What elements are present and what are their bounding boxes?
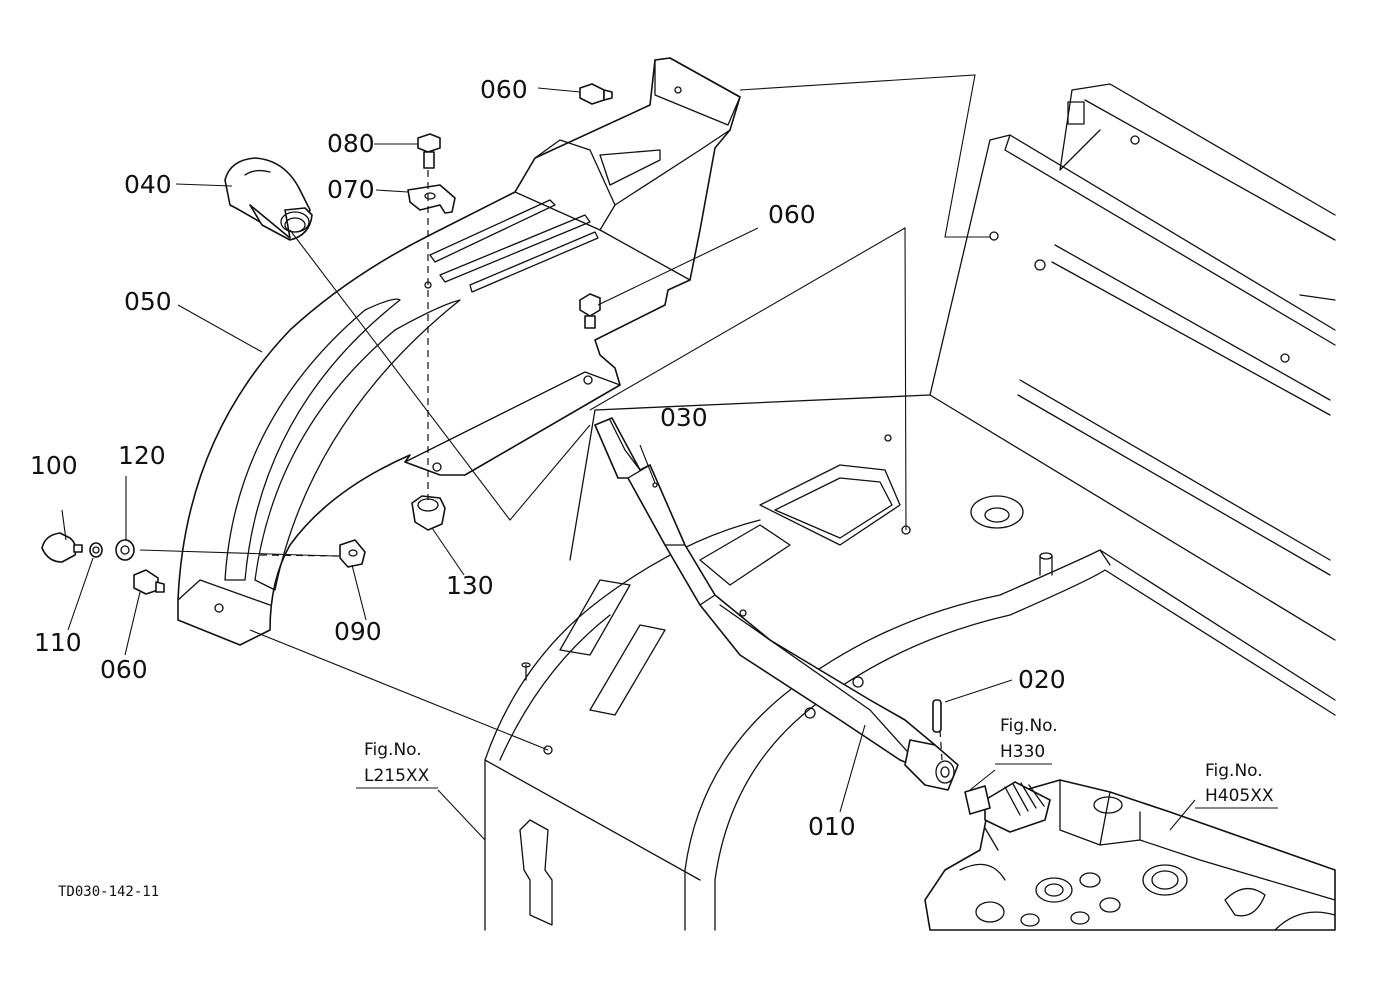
- fig-ref-l215-label: Fig.No.: [364, 740, 422, 760]
- callout-130: 130: [446, 571, 494, 600]
- fig-ref-h330-number: H330: [1000, 742, 1045, 762]
- reference-lines: [61, 74, 1196, 841]
- floor-plate: [569, 394, 1336, 641]
- small-hardware: [41, 83, 942, 733]
- callout-labels: 060 080 070 040 060 050 030 100 120 130 …: [30, 75, 1066, 841]
- fig-ref-h405-label: Fig.No.: [1205, 761, 1263, 781]
- callout-060-low: 060: [100, 655, 148, 684]
- right-side-panel: [929, 83, 1336, 576]
- callout-010: 010: [808, 812, 856, 841]
- assembly-lines: [139, 170, 943, 761]
- fig-ref-l215-number: L215XX: [364, 766, 430, 786]
- callout-120: 120: [118, 441, 166, 470]
- callout-080: 080: [327, 129, 375, 158]
- callout-060-mid: 060: [768, 200, 816, 229]
- fig-ref-h330-label: Fig.No.: [1000, 716, 1058, 736]
- callout-020: 020: [1018, 665, 1066, 694]
- callout-060-top: 060: [480, 75, 528, 104]
- callout-090: 090: [334, 617, 382, 646]
- knob-040: [224, 157, 313, 241]
- fender-bracket-050: [177, 57, 741, 646]
- figure-references: Fig.No. L215XX Fig.No. H330 Fig.No. H405…: [356, 716, 1278, 809]
- control-valve: [924, 779, 1336, 931]
- fender-body: [484, 519, 791, 931]
- callout-100: 100: [30, 451, 78, 480]
- callout-110: 110: [34, 628, 82, 657]
- callout-050: 050: [124, 287, 172, 316]
- fig-ref-h405-number: H405XX: [1205, 786, 1274, 806]
- rear-fender-arc: [684, 549, 1336, 931]
- drawing-code: TD030-142-11: [58, 884, 159, 900]
- callout-030: 030: [660, 403, 708, 432]
- lever-030-010: [594, 417, 959, 791]
- callout-070: 070: [327, 175, 375, 204]
- callout-040: 040: [124, 170, 172, 199]
